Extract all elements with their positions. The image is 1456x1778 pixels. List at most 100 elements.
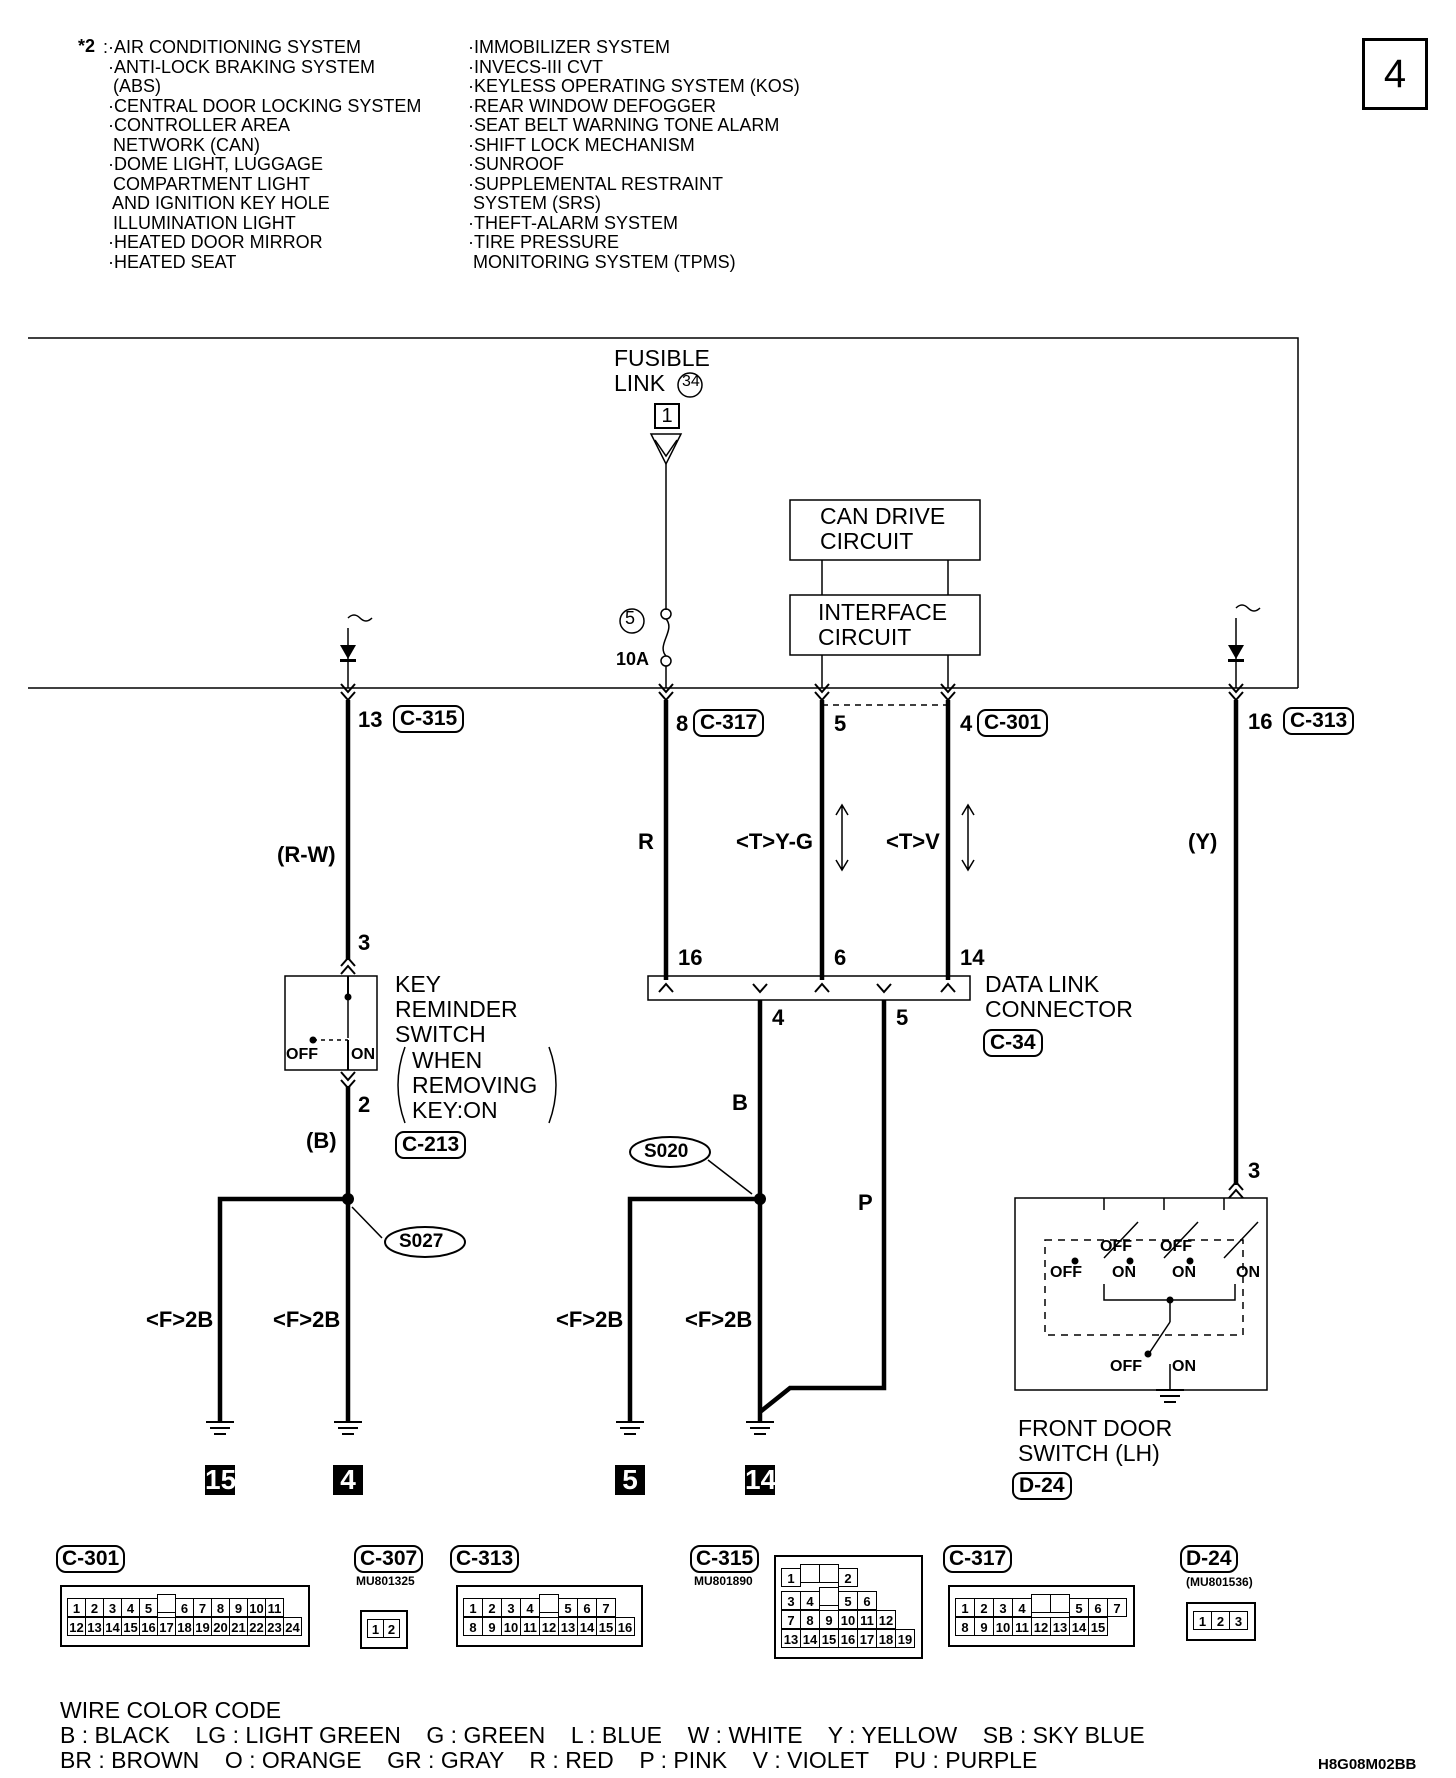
door-on-3: ON — [1236, 1264, 1260, 1281]
connector-pin: 14 — [1069, 1617, 1089, 1636]
connector-pin: 3 — [103, 1598, 122, 1617]
connector-pin: 10 — [247, 1598, 266, 1617]
connector-pin: 13 — [781, 1629, 801, 1648]
connector-pin: 12 — [876, 1610, 896, 1629]
fuse-number: 5 — [625, 608, 636, 628]
connector-pin: 12 — [1031, 1617, 1051, 1636]
data-link-connector-body — [647, 975, 971, 1001]
connector-c315-ref: C-315 — [393, 705, 465, 733]
connector-pin: 7 — [781, 1610, 801, 1629]
wire-b-left: (B) — [306, 1128, 337, 1153]
connector-pin: 12 — [539, 1617, 559, 1636]
connector-pin: 23 — [265, 1617, 284, 1636]
connector-pin — [157, 1594, 176, 1613]
connector-pin: 19 — [193, 1617, 212, 1636]
connector-pin: 5 — [838, 1591, 858, 1610]
dlc-pin-16: 16 — [678, 945, 703, 970]
ground-14: 14 — [745, 1464, 777, 1495]
key-reminder-switch-label: KEY REMINDER SWITCH — [395, 971, 518, 1047]
dlc-pin-4: 4 — [772, 1005, 785, 1030]
dlc-pin-14: 14 — [960, 945, 985, 970]
c307-title: C-307 — [354, 1545, 424, 1573]
connector-pin: 16 — [139, 1617, 158, 1636]
connector-pin: 10 — [838, 1610, 858, 1629]
connector-pin: 4 — [520, 1598, 540, 1617]
connector-pin: 15 — [596, 1617, 616, 1636]
key-switch-on: ON — [351, 1046, 375, 1063]
key-switch-pin-3: 3 — [358, 930, 371, 955]
c317-title: C-317 — [943, 1545, 1013, 1573]
front-door-switch-label: FRONT DOOR SWITCH (LH) — [1018, 1415, 1173, 1466]
connector-pin: 11 — [520, 1617, 540, 1636]
connector-pin: 9 — [974, 1617, 994, 1636]
key-switch-pin-2: 2 — [358, 1092, 371, 1117]
c307-part: MU801325 — [356, 1574, 415, 1588]
connector-d24-ref: D-24 — [1012, 1472, 1072, 1500]
connector-pin — [539, 1594, 559, 1613]
pin-4: 4 — [960, 711, 973, 736]
wire-code-line-2: BR : BROWN O : ORANGE GR : GRAY R : RED … — [60, 1747, 1038, 1773]
connector-pin: 15 — [121, 1617, 140, 1636]
connector-pin: 16 — [615, 1617, 635, 1636]
connector-pin: 1 — [1193, 1611, 1212, 1630]
connector-pin: 1 — [367, 1619, 384, 1638]
d24-part: (MU801536) — [1186, 1575, 1253, 1589]
ground-4: 4 — [333, 1465, 363, 1495]
connector-pin: 9 — [819, 1610, 839, 1629]
fuse-rating: 10A — [616, 649, 650, 669]
key-switch-off: OFF — [286, 1046, 318, 1063]
wire-f2b-3: <F>2B — [556, 1307, 624, 1332]
connector-pin: 6 — [1088, 1598, 1108, 1617]
connector-pin: 4 — [800, 1591, 820, 1610]
fusible-link-label: FUSIBLE LINK — [614, 345, 710, 396]
door-on-2: ON — [1172, 1264, 1196, 1281]
splice-s027-dot — [342, 1193, 354, 1205]
connector-pin: 17 — [857, 1629, 877, 1648]
dlc-pin-6: 6 — [834, 945, 847, 970]
connector-pin: 8 — [211, 1598, 230, 1617]
connector-pin: 14 — [103, 1617, 122, 1636]
system-list-left: :·AIR CONDITIONING SYSTEM ·ANTI-LOCK BRA… — [103, 37, 422, 272]
fusible-link-terminal: 1 — [654, 403, 680, 429]
page-number: 4 — [1362, 38, 1428, 110]
connector-pin — [1031, 1594, 1051, 1613]
connector-pin: 21 — [229, 1617, 248, 1636]
wire-f2b-2: <F>2B — [273, 1307, 341, 1332]
connector-pin: 7 — [596, 1598, 616, 1617]
connector-pin: 7 — [193, 1598, 212, 1617]
connector-pin: 10 — [993, 1617, 1013, 1636]
wire-p: P — [858, 1190, 873, 1215]
connector-c317-ref: C-317 — [693, 709, 765, 737]
connector-pin: 5 — [558, 1598, 578, 1617]
connector-pin: 16 — [838, 1629, 858, 1648]
connector-pin: 13 — [85, 1617, 104, 1636]
connector-pin: 11 — [265, 1598, 284, 1617]
door-off-3: OFF — [1050, 1264, 1082, 1281]
connector-pin: 14 — [577, 1617, 597, 1636]
splice-s027-oval — [384, 1226, 466, 1258]
interface-circuit-box — [789, 594, 981, 656]
can-drive-circuit-label: CAN DRIVE CIRCUIT — [820, 503, 946, 554]
connector-pin: 6 — [577, 1598, 597, 1617]
c315-title: C-315 — [690, 1545, 760, 1573]
connector-pin: 12 — [67, 1617, 86, 1636]
connector-pin — [1050, 1594, 1070, 1613]
connector-pin: 14 — [800, 1629, 820, 1648]
connector-pin: 13 — [1050, 1617, 1070, 1636]
connector-pin: 5 — [139, 1598, 158, 1617]
connector-pin: 5 — [1069, 1598, 1089, 1617]
dlc-pin-5: 5 — [896, 1005, 909, 1030]
connector-pin — [819, 1564, 839, 1583]
dlc-label: DATA LINK CONNECTOR — [985, 971, 1133, 1022]
connector-pin: 2 — [383, 1619, 400, 1638]
connector-pin: 1 — [463, 1598, 483, 1617]
connector-c213-ref: C-213 — [395, 1131, 467, 1159]
connector-pin: 2 — [974, 1598, 994, 1617]
pin-16: 16 — [1248, 709, 1273, 734]
